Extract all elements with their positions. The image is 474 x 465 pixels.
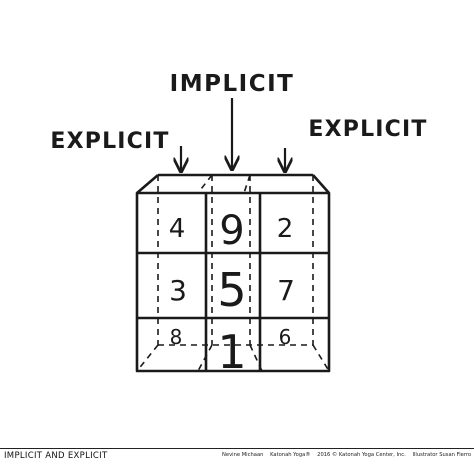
caption-author: Nevine Michaan xyxy=(222,452,264,458)
label-explicit-left: EXPLICIT xyxy=(50,129,169,154)
cell-r2c2: 5 xyxy=(217,263,246,317)
hidden-lines xyxy=(136,174,330,372)
cell-r1c1: 4 xyxy=(169,214,186,244)
caption-illustrator: Illustrator Susan Fierro xyxy=(412,452,472,458)
cell-r3c2: 1 xyxy=(217,325,246,379)
cell-r2c3: 7 xyxy=(277,274,295,307)
arrows xyxy=(181,98,285,170)
caption-credit: Nevine Michaan Katonah Yoga® 2016 © Kato… xyxy=(222,452,474,458)
caption-copyright: 2016 © Katonah Yoga Center, Inc. xyxy=(317,452,406,458)
caption-title: IMPLICIT AND EXPLICIT xyxy=(4,451,108,461)
box-outline xyxy=(135,173,331,373)
label-explicit-right: EXPLICIT xyxy=(308,117,427,142)
caption-bar xyxy=(0,448,474,465)
cell-r3c1: 8 xyxy=(170,325,183,349)
cell-r1c3: 2 xyxy=(277,214,294,244)
cell-r2c1: 3 xyxy=(169,274,187,307)
cell-r3c3: 6 xyxy=(279,325,292,349)
cell-r1c2: 9 xyxy=(219,208,244,254)
caption-trademark: Katonah Yoga® xyxy=(270,452,311,458)
grid-numbers: 4 9 2 3 5 7 8 1 6 xyxy=(169,208,295,379)
label-implicit: IMPLICIT xyxy=(170,71,295,97)
magic-square-diagram: IMPLICIT EXPLICIT EXPLICIT xyxy=(50,71,427,379)
